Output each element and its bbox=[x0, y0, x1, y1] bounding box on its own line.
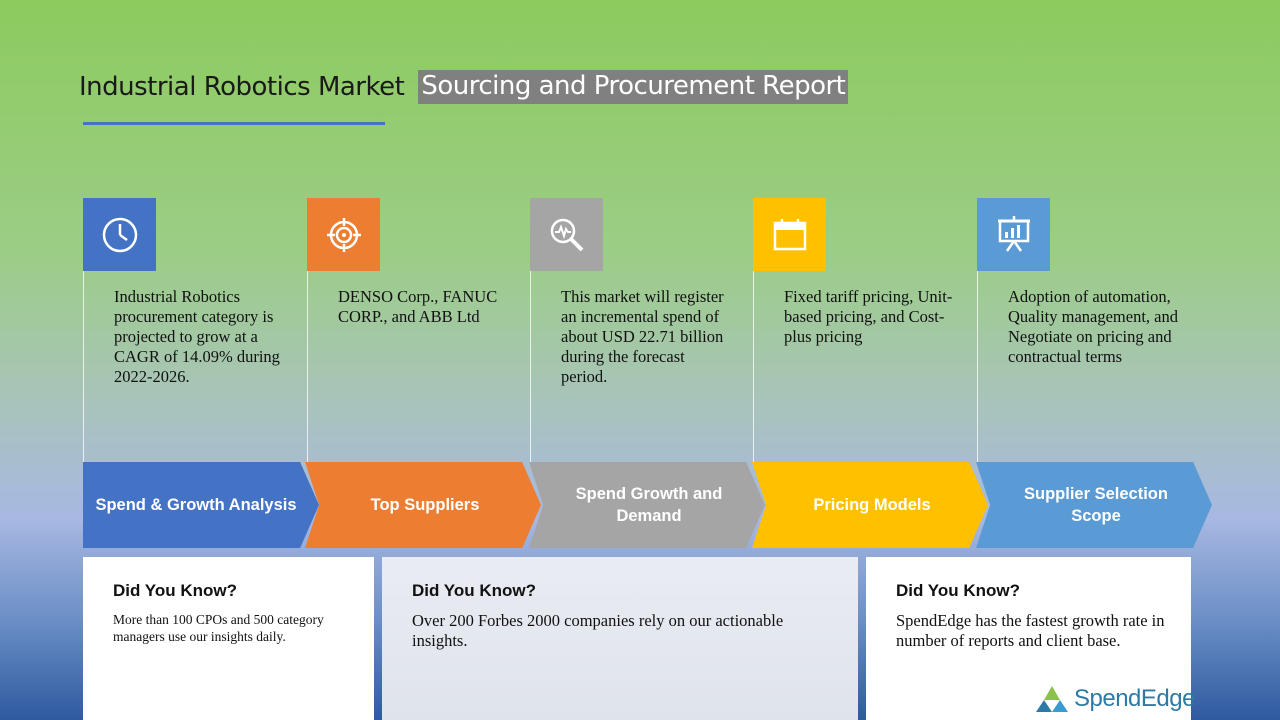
arrow-label: Spend Growth and Demand bbox=[575, 485, 723, 525]
card-text: SpendEdge has the fastest growth rate in… bbox=[896, 611, 1165, 650]
column-text: Industrial Robotics procurement category… bbox=[114, 287, 280, 386]
target-icon bbox=[307, 198, 380, 271]
column-text: Adoption of automation, Quality manageme… bbox=[1008, 287, 1178, 366]
calendar-icon bbox=[753, 198, 826, 271]
arrow-top-suppliers: Top Suppliers bbox=[305, 462, 541, 548]
info-card: Did You Know? Over 200 Forbes 2000 compa… bbox=[382, 557, 858, 720]
column-divider bbox=[530, 270, 531, 462]
arrow-label: Top Suppliers bbox=[370, 496, 480, 514]
arrow-spend-growth: Spend & Growth Analysis bbox=[83, 462, 319, 548]
clock-icon bbox=[83, 198, 156, 271]
arrow-label: Pricing Models bbox=[813, 496, 931, 514]
spendedge-logo: SpendEdge bbox=[1036, 684, 1195, 714]
card-title: Did You Know? bbox=[412, 581, 537, 600]
column-divider bbox=[977, 270, 978, 462]
presentation-icon bbox=[977, 198, 1050, 271]
arrow-pricing-models: Pricing Models bbox=[752, 462, 988, 548]
magnifier-chart-icon bbox=[530, 198, 603, 271]
arrow-supplier-selection: Supplier Selection Scope bbox=[976, 462, 1212, 548]
arrow-spend-demand: Spend Growth and Demand bbox=[529, 462, 765, 548]
logo-text: SpendEdge bbox=[1074, 685, 1195, 712]
arrow-label: Supplier Selection Scope bbox=[1024, 485, 1168, 525]
column-divider bbox=[753, 270, 754, 462]
column-text: This market will register an incremental… bbox=[561, 287, 724, 386]
card-title: Did You Know? bbox=[113, 581, 238, 600]
card-text: More than 100 CPOs and 500 category mana… bbox=[113, 612, 324, 644]
info-card: Did You Know? SpendEdge has the fastest … bbox=[866, 557, 1191, 720]
page-title: Industrial Robotics Market bbox=[79, 72, 405, 102]
page-subtitle: Sourcing and Procurement Report bbox=[418, 70, 849, 104]
card-title: Did You Know? bbox=[896, 581, 1021, 600]
title-bar: Industrial Robotics Market Sourcing and … bbox=[79, 70, 849, 104]
column-text: DENSO Corp., FANUC CORP., and ABB Ltd bbox=[338, 287, 498, 326]
column-divider bbox=[307, 270, 308, 462]
arrow-label: Spend & Growth Analysis bbox=[95, 496, 297, 514]
column-divider bbox=[83, 270, 84, 462]
title-underline bbox=[83, 122, 385, 125]
logo-mark-icon bbox=[1036, 686, 1068, 712]
column-text: Fixed tariff pricing, Unit-based pricing… bbox=[784, 287, 953, 346]
info-card: Did You Know? More than 100 CPOs and 500… bbox=[83, 557, 374, 720]
card-text: Over 200 Forbes 2000 companies rely on o… bbox=[412, 611, 784, 650]
